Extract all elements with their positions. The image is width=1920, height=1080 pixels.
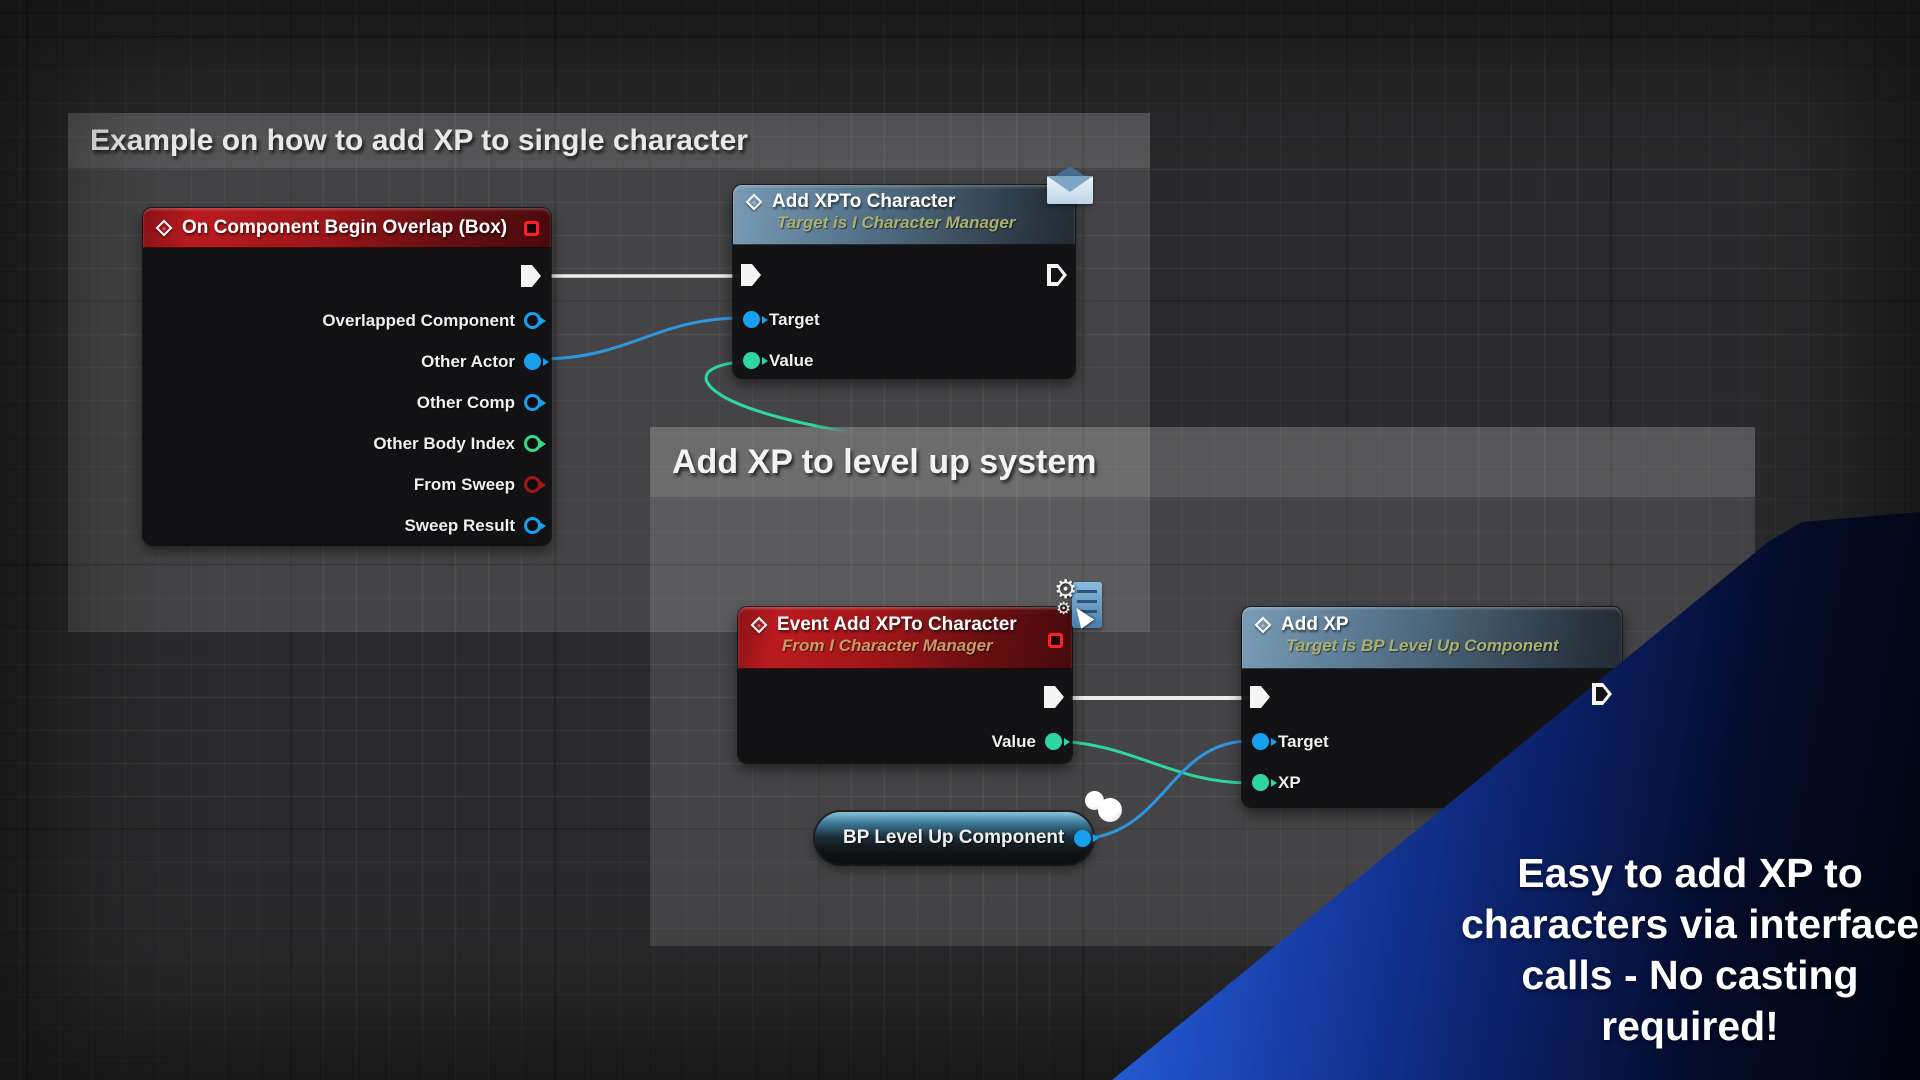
pin-label-other-comp: Other Comp (416, 392, 515, 412)
pin-xp[interactable] (1252, 774, 1269, 791)
node-event-add-xpto-character[interactable]: Event Add XPTo Character From I Characte… (738, 607, 1072, 763)
node-4-header[interactable]: Add XP Target is BP Level Up Component (1242, 607, 1622, 669)
node-2-title: Add XPTo Character (772, 191, 956, 212)
pin-label-other-body-index: Other Body Index (373, 433, 515, 453)
wire-value-input[interactable] (704, 359, 852, 434)
promo-banner-text: Easy to add XP to characters via interfa… (1460, 848, 1920, 1052)
node-1-title: On Component Begin Overlap (Box) (182, 217, 508, 238)
node-1-header[interactable]: On Component Begin Overlap (Box) (143, 208, 551, 248)
wire-otheractor-to-target[interactable] (539, 316, 743, 361)
function-diamond-icon (1254, 616, 1272, 634)
pin-label-value: Value (991, 731, 1036, 751)
comment-1-title: Example on how to add XP to single chara… (90, 123, 748, 157)
banner-line: required! (1601, 1003, 1779, 1049)
pin-other-comp[interactable] (524, 394, 541, 411)
banner-line: Easy to add XP to (1517, 850, 1863, 896)
pin-value[interactable] (743, 352, 760, 369)
event-diamond-icon (750, 616, 768, 634)
comment-2-title: Add XP to level up system (672, 442, 1097, 481)
pin-label-sweep-result: Sweep Result (404, 515, 515, 535)
wire-component-to-target[interactable] (1075, 739, 1251, 841)
pin-label-target: Target (1278, 731, 1329, 751)
wire-value-to-xp[interactable] (1049, 739, 1251, 785)
node-2-body: Target Value (733, 245, 1075, 381)
node-add-xpto-character[interactable]: Add XPTo Character Target is I Character… (733, 185, 1075, 378)
node-3-body: Value (738, 669, 1072, 762)
variable-label: BP Level Up Component (843, 827, 1065, 848)
exec-out-pin[interactable] (1592, 683, 1612, 705)
event-box-icon (1048, 633, 1063, 648)
pin-other-body-index[interactable] (524, 435, 541, 452)
banner-line: characters via interface (1460, 901, 1920, 947)
exec-out-pin[interactable] (1047, 264, 1067, 286)
pin-target[interactable] (1252, 733, 1269, 750)
pin-value-out[interactable] (1045, 733, 1062, 750)
comment-2-header[interactable]: Add XP to level up system (650, 427, 1755, 497)
comment-1-header[interactable]: Example on how to add XP to single chara… (68, 113, 1150, 168)
exec-out-pin[interactable] (1044, 686, 1064, 708)
pin-other-actor[interactable] (524, 353, 541, 370)
pin-label-from-sweep: From Sweep (413, 474, 515, 494)
node-3-subtitle: From I Character Manager (782, 636, 993, 655)
pin-from-sweep[interactable] (524, 476, 541, 493)
pin-label-overlapped-component: Overlapped Component (322, 310, 515, 330)
pin-label-other-actor: Other Actor (421, 351, 515, 371)
event-diamond-icon (155, 219, 173, 237)
interface-message-icon (1047, 166, 1093, 206)
pin-label-target: Target (769, 309, 820, 329)
exec-in-pin[interactable] (741, 264, 761, 286)
pin-target[interactable] (743, 311, 760, 328)
interface-event-gear-icon: ⚙ ⚙ (1054, 576, 1102, 632)
exec-in-pin[interactable] (1250, 686, 1270, 708)
node-2-subtitle: Target is I Character Manager (777, 213, 1016, 232)
node-bp-level-up-component[interactable]: BP Level Up Component (815, 812, 1093, 864)
node-4-body: Target XP (1242, 669, 1622, 803)
pin-label-xp: XP (1278, 772, 1301, 792)
banner-line: calls - No casting (1521, 952, 1859, 998)
function-diamond-icon (745, 193, 763, 211)
event-box-icon (524, 220, 539, 236)
exec-out-pin[interactable] (521, 265, 541, 287)
node-on-component-begin-overlap[interactable]: On Component Begin Overlap (Box) Overlap… (143, 208, 551, 545)
node-1-body: Overlapped Component Other Actor Other C… (143, 248, 551, 546)
spheres-icon (1085, 789, 1125, 823)
node-4-subtitle: Target is BP Level Up Component (1286, 636, 1559, 655)
pin-overlapped-component[interactable] (524, 312, 541, 329)
node-2-header[interactable]: Add XPTo Character Target is I Character… (733, 185, 1075, 245)
node-3-title: Event Add XPTo Character (777, 614, 1017, 635)
node-4-title: Add XP (1281, 614, 1349, 635)
node-3-header[interactable]: Event Add XPTo Character From I Characte… (738, 607, 1072, 669)
pin-component-out[interactable] (1074, 829, 1092, 847)
pin-label-value: Value (769, 350, 814, 370)
pin-sweep-result[interactable] (524, 517, 541, 534)
